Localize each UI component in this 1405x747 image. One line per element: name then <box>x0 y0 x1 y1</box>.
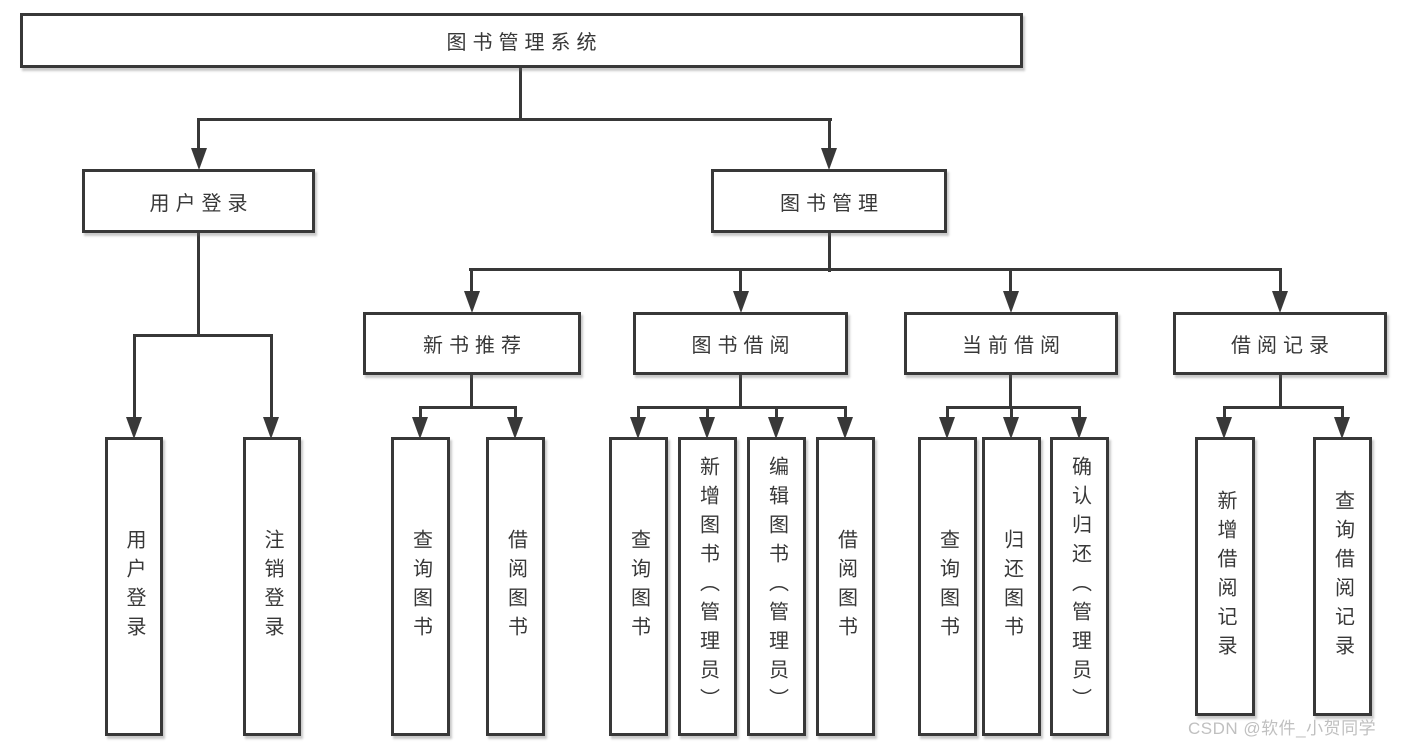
arrowhead-bl-query <box>630 417 646 439</box>
arrowhead-bl-edit <box>768 417 784 439</box>
connector-lr-stem-2 <box>1341 406 1344 422</box>
arrowhead-nb-query <box>412 417 428 439</box>
connector-new-books-bar <box>419 406 517 409</box>
leaf-bl-edit-books: 编辑图书（管理员） <box>747 437 806 736</box>
node-current-lending: 当前借阅 <box>904 312 1118 375</box>
arrowhead-user-login <box>191 148 207 170</box>
leaf-lr-add-record: 新增借阅记录 <box>1195 437 1255 716</box>
connector-login-stem-1 <box>133 334 136 420</box>
node-lending-records-label: 借阅记录 <box>1231 335 1335 357</box>
connector-cl-stem-1 <box>946 406 949 422</box>
node-book-lending: 图书借阅 <box>633 312 848 375</box>
leaf-bl-query-books: 查询图书 <box>609 437 668 736</box>
arrowhead-new-books <box>464 291 480 313</box>
connector-user-login-trunk <box>197 231 200 336</box>
leaf-bl-borrow-books: 借阅图书 <box>816 437 875 736</box>
leaf-lr-query-record: 查询借阅记录 <box>1313 437 1372 716</box>
leaf-cl-query-books: 查询图书 <box>918 437 977 736</box>
connector-level3-stem-4 <box>1279 268 1282 295</box>
csdn-watermark: CSDN @软件_小贺同学 <box>1188 719 1377 738</box>
connector-bl-stem-2 <box>706 406 709 422</box>
leaf-cl-return-books-label: 归还图书 <box>1000 528 1023 645</box>
connector-current-lending-trunk <box>1009 373 1012 409</box>
arrowhead-current-lending <box>1003 291 1019 313</box>
connector-new-books-stem-2 <box>514 406 517 422</box>
connector-level1-bar <box>197 118 832 121</box>
node-root: 图书管理系统 <box>20 13 1023 68</box>
arrowhead-bl-add <box>699 417 715 439</box>
arrowhead-book-manage <box>821 148 837 170</box>
node-book-manage: 图书管理 <box>711 169 947 233</box>
leaf-nb-borrow-books: 借阅图书 <box>486 437 545 736</box>
connector-new-books-trunk <box>470 373 473 409</box>
node-root-label: 图书管理系统 <box>446 32 603 54</box>
connector-new-books-stem-1 <box>419 406 422 422</box>
node-user-login: 用户登录 <box>82 169 315 233</box>
connector-level3-stem-2 <box>739 268 742 295</box>
leaf-bl-query-books-label: 查询图书 <box>627 528 650 645</box>
connector-root-trunk <box>519 66 522 120</box>
arrowhead-nb-borrow <box>507 417 523 439</box>
leaf-bl-edit-books-label: 编辑图书（管理员） <box>765 456 788 717</box>
leaf-lr-query-record-label: 查询借阅记录 <box>1331 489 1354 664</box>
arrowhead-lr-add <box>1216 417 1232 439</box>
leaf-bl-add-books-label: 新增图书（管理员） <box>696 456 719 717</box>
node-new-books: 新书推荐 <box>363 312 581 375</box>
connector-cl-stem-3 <box>1078 406 1081 422</box>
connector-current-lending-bar <box>946 406 1081 409</box>
leaf-bl-borrow-books-label: 借阅图书 <box>834 528 857 645</box>
connector-lr-stem-1 <box>1223 406 1226 422</box>
leaf-cl-confirm-return: 确认归还（管理员） <box>1050 437 1109 736</box>
leaf-cl-query-books-label: 查询图书 <box>936 528 959 645</box>
connector-bl-stem-3 <box>775 406 778 422</box>
leaf-lr-add-record-label: 新增借阅记录 <box>1214 489 1236 664</box>
connector-level1-stem-right <box>828 118 831 152</box>
leaf-nb-query-books-label: 查询图书 <box>409 528 432 645</box>
node-book-manage-label: 图书管理 <box>780 192 884 215</box>
connector-level3-stem-3 <box>1009 268 1012 295</box>
connector-cl-stem-2 <box>1010 406 1013 422</box>
node-new-books-label: 新书推荐 <box>423 335 527 357</box>
leaf-nb-borrow-books-label: 借阅图书 <box>504 528 527 645</box>
node-lending-records: 借阅记录 <box>1173 312 1387 375</box>
connector-level1-stem-left <box>197 118 200 152</box>
connector-book-lending-trunk <box>739 373 742 409</box>
connector-bl-stem-4 <box>844 406 847 422</box>
node-current-lending-label: 当前借阅 <box>962 335 1066 357</box>
connector-book-lending-bar <box>637 406 847 409</box>
node-user-login-label: 用户登录 <box>149 192 254 215</box>
arrowhead-lending-records <box>1272 291 1288 313</box>
connector-lending-records-bar <box>1223 406 1344 409</box>
connector-bl-stem-1 <box>637 406 640 422</box>
leaf-user-login: 用户登录 <box>105 437 163 736</box>
arrowhead-logout <box>263 417 279 439</box>
arrowhead-book-lending <box>733 291 749 313</box>
leaf-cl-confirm-return-label: 确认归还（管理员） <box>1068 456 1091 717</box>
connector-level3-bar <box>469 268 1281 271</box>
leaf-cl-return-books: 归还图书 <box>982 437 1041 736</box>
arrowhead-lr-query <box>1334 417 1350 439</box>
leaf-logout-label: 注销登录 <box>261 528 283 645</box>
leaf-logout: 注销登录 <box>243 437 301 736</box>
connector-login-stem-2 <box>270 334 273 420</box>
leaf-bl-add-books: 新增图书（管理员） <box>678 437 737 736</box>
node-book-lending-label: 图书借阅 <box>691 335 796 357</box>
arrowhead-login <box>126 417 142 439</box>
arrowhead-bl-borrow <box>837 417 853 439</box>
arrowhead-cl-return <box>1003 417 1019 439</box>
leaf-nb-query-books: 查询图书 <box>391 437 450 736</box>
connector-level3-stem-1 <box>470 268 473 295</box>
connector-user-login-bar <box>133 334 273 337</box>
arrowhead-cl-confirm <box>1071 417 1087 439</box>
arrowhead-cl-query <box>939 417 955 439</box>
connector-lending-records-trunk <box>1279 373 1282 409</box>
connector-book-manage-trunk <box>828 231 831 272</box>
leaf-user-login-label: 用户登录 <box>123 528 145 645</box>
